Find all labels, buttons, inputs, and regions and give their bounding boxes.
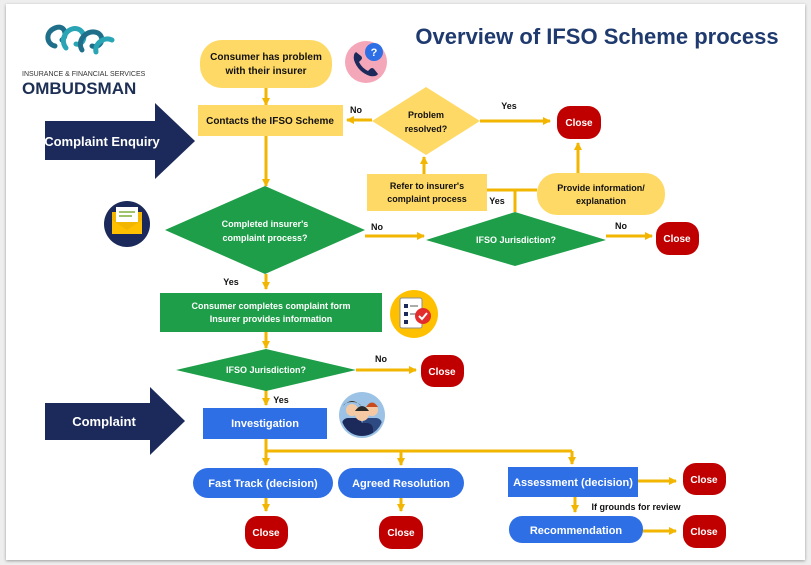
edge-label-refer-yes: Yes — [489, 196, 505, 206]
people-icon — [339, 392, 385, 438]
page-title: Overview of IFSO Scheme process — [415, 24, 778, 49]
complaint-form-node: Consumer completes complaint form Insure… — [160, 293, 382, 332]
refer-insurer-line1: Refer to insurer's — [390, 181, 464, 191]
edge-label-jurisdiction2-yes: Yes — [273, 395, 289, 405]
complaint-form-line2: Insurer provides information — [210, 314, 333, 324]
provide-info-line2: explanation — [576, 196, 626, 206]
close-top-node: Close — [557, 106, 601, 139]
jurisdiction-1-decision: IFSO Jurisdiction? — [426, 212, 606, 266]
recommendation-node: Recommendation — [509, 516, 643, 543]
problem-resolved-line1: Problem — [408, 110, 444, 120]
close-recommendation-node: Close — [683, 515, 726, 548]
consumer-problem-node: Consumer has problem with their insurer — [200, 40, 332, 88]
completed-process-decision: Completed insurer's complaint process? — [165, 186, 365, 274]
complaint-enquiry-arrow: Complaint Enquiry — [44, 103, 195, 179]
logo-line2: OMBUDSMAN — [22, 79, 136, 98]
close-j2-node: Close — [421, 355, 464, 387]
assessment-label: Assessment (decision) — [513, 477, 633, 489]
close-assessment-node: Close — [683, 463, 726, 495]
close-j1-label: Close — [663, 234, 691, 245]
problem-resolved-line2: resolved? — [405, 124, 448, 134]
close-agreed-label: Close — [387, 528, 415, 539]
recommendation-label: Recommendation — [530, 525, 623, 537]
logo-line1: INSURANCE & FINANCIAL SERVICES — [22, 71, 146, 78]
completed-process-line2: complaint process? — [222, 233, 307, 243]
assessment-node: Assessment (decision) — [508, 467, 638, 497]
close-fast-track-node: Close — [245, 516, 288, 549]
close-agreed-node: Close — [379, 516, 423, 549]
contacts-ifso-node: Contacts the IFSO Scheme — [198, 105, 343, 136]
complaint-arrow: Complaint — [45, 387, 185, 455]
refer-insurer-line2: complaint process — [387, 194, 467, 204]
phone-help-icon: ? — [345, 41, 387, 83]
close-j1-node: Close — [656, 222, 699, 255]
completed-process-line1: Completed insurer's — [222, 219, 309, 229]
problem-resolved-decision: Problem resolved? — [372, 87, 480, 155]
fast-track-node: Fast Track (decision) — [193, 468, 333, 498]
envelope-icon — [104, 201, 150, 247]
svg-text:?: ? — [371, 47, 378, 59]
contacts-ifso-label: Contacts the IFSO Scheme — [206, 116, 334, 127]
provide-info-node: Provide information/ explanation — [537, 173, 665, 215]
slide — [6, 4, 805, 560]
close-fast-track-label: Close — [252, 528, 280, 539]
jurisdiction-2-label: IFSO Jurisdiction? — [226, 365, 306, 375]
edge-label-jurisdiction2-no: No — [375, 354, 387, 364]
complaint-label: Complaint — [72, 414, 136, 429]
complaint-enquiry-label: Complaint Enquiry — [44, 134, 160, 149]
agreed-resolution-node: Agreed Resolution — [338, 468, 464, 498]
agreed-resolution-label: Agreed Resolution — [352, 478, 450, 490]
complaint-form-line1: Consumer completes complaint form — [191, 301, 350, 311]
investigation-node: Investigation — [203, 408, 327, 439]
jurisdiction-1-label: IFSO Jurisdiction? — [476, 235, 556, 245]
close-j2-label: Close — [428, 367, 456, 378]
close-assessment-label: Close — [690, 475, 718, 486]
edge-label-grounds-for-review: If grounds for review — [591, 502, 681, 512]
edge-label-resolved-yes: Yes — [501, 101, 517, 111]
checklist-icon — [390, 290, 438, 338]
edge-label-resolved-no: No — [350, 105, 362, 115]
investigation-label: Investigation — [231, 418, 299, 430]
consumer-problem-line1: Consumer has problem — [210, 52, 322, 63]
refer-insurer-node: Refer to insurer's complaint process — [367, 174, 487, 211]
edge-label-completed-yes: Yes — [223, 277, 239, 287]
close-recommendation-label: Close — [690, 527, 718, 538]
consumer-problem-line2: with their insurer — [224, 66, 306, 77]
close-top-label: Close — [565, 118, 593, 129]
provide-info-line1: Provide information/ — [557, 183, 645, 193]
ifso-logo — [45, 24, 115, 55]
jurisdiction-2-decision: IFSO Jurisdiction? — [176, 349, 356, 391]
edge-label-jurisdiction1-no: No — [615, 221, 627, 231]
edge-label-completed-no: No — [371, 222, 383, 232]
fast-track-label: Fast Track (decision) — [208, 478, 318, 490]
